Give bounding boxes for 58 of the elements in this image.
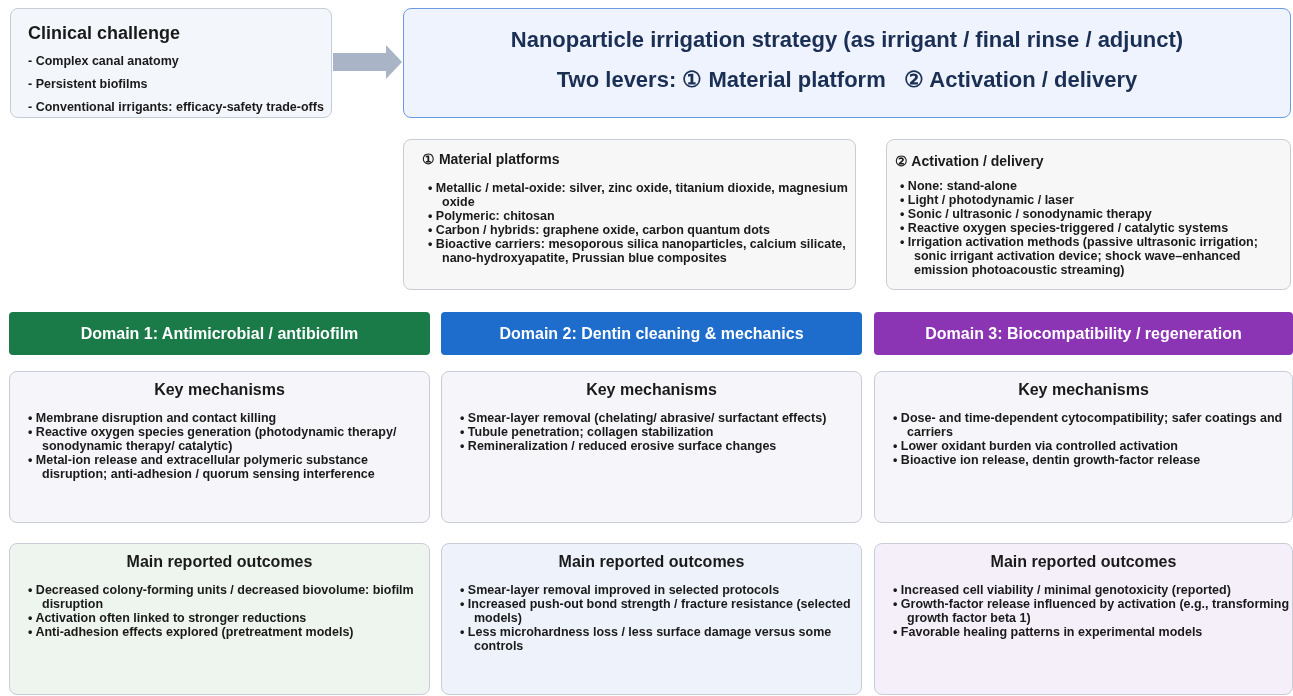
challenge-item: - Complex canal anatomy <box>28 54 180 68</box>
strategy-heading: Two levers: ① Material platform ② Activation / delivery <box>555 67 1139 93</box>
challenge-box <box>10 8 332 118</box>
domain-title: Domain 2: Dentin cleaning & mechanics <box>499 324 804 343</box>
panel-heading: ② Activation / delivery <box>895 153 1045 169</box>
bullet-item: • Less microhardness loss / less surface damage versus some controls <box>459 625 833 653</box>
bullet-item: • Sonic / ultrasonic / sonodynamic therapy <box>899 207 1153 221</box>
info-panel <box>9 371 430 523</box>
bullet-item: • Carbon / hybrids: graphene oxide, carbon quantum dots <box>427 223 771 237</box>
bullet-item: • Growth-factor release influenced by activation (e.g., transforming growth factor beta 1) <box>892 597 1291 625</box>
bullet-item: • Smear-layer removal (chelating/ abrasive/ surfactant effects) <box>459 411 828 425</box>
platform-box <box>403 139 856 290</box>
bullet-item: • Dose- and time-dependent cytocompatibility; safer coatings and carriers <box>892 411 1284 439</box>
panel-heading: Main reported outcomes <box>557 553 746 571</box>
activation-box <box>886 139 1291 290</box>
challenge-item: - Persistent biofilms <box>28 77 149 91</box>
domain-header <box>874 312 1293 355</box>
strategy-box <box>403 8 1291 118</box>
bullet-item: • Decreased colony-forming units / decreased biovolume: biofilm disruption <box>27 583 415 611</box>
bullet-item: • Membrane disruption and contact killing <box>27 411 278 425</box>
bullet-item: • Remineralization / reduced erosive surface changes <box>459 439 778 453</box>
domain-header <box>441 312 862 355</box>
panel-heading: Main reported outcomes <box>125 553 314 571</box>
bullet-item: • Smear-layer removal improved in selected protocols <box>459 583 781 597</box>
panel-heading: Main reported outcomes <box>989 553 1178 571</box>
info-panel <box>874 543 1293 695</box>
info-panel <box>874 371 1293 523</box>
panel-heading: ① Material platforms <box>422 151 561 167</box>
info-panel <box>9 543 430 695</box>
bullet-item: • Polymeric: chitosan <box>427 209 556 223</box>
bullet-item: • Lower oxidant burden via controlled activation <box>892 439 1179 453</box>
domain-title: Domain 3: Biocompatibility / regeneration <box>925 324 1242 343</box>
panel-heading: Key mechanisms <box>585 381 718 399</box>
bullet-item: • Tubule penetration; collagen stabilization <box>459 425 715 439</box>
block-arrow <box>333 45 402 79</box>
strategy-heading: Nanoparticle irrigation strategy (as irrigant / final rinse / adjunct) <box>509 27 1185 53</box>
bullet-item: • None: stand-alone <box>899 179 1018 193</box>
bullet-item: • Favorable healing patterns in experimental models <box>892 625 1204 639</box>
domain-header <box>9 312 430 355</box>
challenge-item: - Conventional irrigants: efficacy-safety trade-offs <box>28 100 325 114</box>
bullet-item: • Activation often linked to stronger reductions <box>27 611 308 625</box>
info-panel <box>441 543 862 695</box>
bullet-item: • Anti-adhesion effects explored (pretreatment models) <box>27 625 355 639</box>
bullet-item: • Irrigation activation methods (passive ultrasonic irrigation; sonic irrigant activation device; shock wave–enhanced emission photoacoustic streaming) <box>899 235 1259 277</box>
bullet-item: • Bioactive ion release, dentin growth-factor release <box>892 453 1202 467</box>
panel-heading: Clinical challenge <box>28 23 182 44</box>
bullet-item: • Metallic / metal-oxide: silver, zinc oxide, titanium dioxide, magnesium oxide <box>427 181 849 209</box>
bullet-item: • Metal-ion release and extracellular polymeric substance disruption; anti-adhesion / quorum sensing interference <box>27 453 376 481</box>
bullet-item: • Bioactive carriers: mesoporous silica nanoparticles, calcium silicate, nano-hydroxyapatite, Prussian blue composites <box>427 237 847 265</box>
info-panel <box>441 371 862 523</box>
domain-title: Domain 1: Antimicrobial / antibiofilm <box>80 324 359 343</box>
panel-heading: Key mechanisms <box>1017 381 1150 399</box>
bullet-item: • Reactive oxygen species generation (photodynamic therapy/ sonodynamic therapy/ catalytic) <box>27 425 398 453</box>
bullet-item: • Reactive oxygen species-triggered / catalytic systems <box>899 221 1230 235</box>
bullet-item: • Increased cell viability / minimal genotoxicity (reported) <box>892 583 1232 597</box>
panel-heading: Key mechanisms <box>153 381 286 399</box>
bullet-item: • Light / photodynamic / laser <box>899 193 1075 207</box>
bullet-item: • Increased push-out bond strength / fracture resistance (selected models) <box>459 597 852 625</box>
